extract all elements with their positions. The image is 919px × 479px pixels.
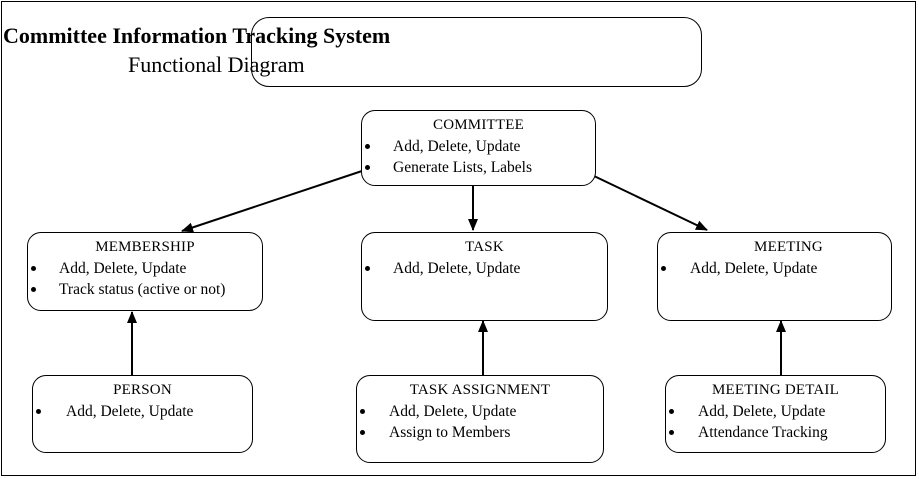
bullet-icon bbox=[365, 144, 370, 149]
membership-item: Add, Delete, Update bbox=[28, 258, 262, 279]
task-assignment-node: TASK ASSIGNMENT Add, Delete, Update Assi… bbox=[356, 375, 604, 463]
person-node: PERSON Add, Delete, Update bbox=[32, 375, 253, 453]
bullet-icon bbox=[36, 409, 41, 414]
heading-box bbox=[251, 17, 702, 87]
task-assignment-item-text: Add, Delete, Update bbox=[389, 403, 517, 420]
task-assignment-title: TASK ASSIGNMENT bbox=[409, 382, 551, 398]
bullet-icon bbox=[661, 266, 666, 271]
bullet-icon bbox=[31, 287, 36, 292]
meeting-detail-node: MEETING DETAIL Add, Delete, Update Atten… bbox=[665, 375, 886, 453]
meeting-detail-item-text: Attendance Tracking bbox=[698, 424, 828, 441]
meeting-detail-item: Add, Delete, Update bbox=[666, 401, 885, 422]
task-item: Add, Delete, Update bbox=[362, 258, 607, 279]
membership-title: MEMBERSHIP bbox=[95, 239, 195, 255]
membership-item: Track status (active or not) bbox=[28, 279, 262, 300]
bullet-icon bbox=[31, 266, 36, 271]
diagram-subtitle: Functional Diagram bbox=[128, 52, 305, 77]
meeting-item-text: Add, Delete, Update bbox=[690, 260, 818, 277]
committee-item: Add, Delete, Update bbox=[362, 136, 595, 157]
meeting-item: Add, Delete, Update bbox=[658, 258, 891, 279]
task-assignment-item: Add, Delete, Update bbox=[357, 401, 603, 422]
bullet-icon bbox=[669, 430, 674, 435]
meeting-detail-item: Attendance Tracking bbox=[666, 422, 885, 443]
meeting-detail-item-text: Add, Delete, Update bbox=[698, 403, 826, 420]
bullet-icon bbox=[365, 266, 370, 271]
meeting-title: MEETING bbox=[754, 239, 823, 255]
committee-item-text: Generate Lists, Labels bbox=[393, 159, 533, 176]
bullet-icon bbox=[669, 409, 674, 414]
meeting-detail-title: MEETING DETAIL bbox=[712, 382, 839, 398]
meeting-node: MEETING Add, Delete, Update bbox=[657, 232, 892, 321]
person-item: Add, Delete, Update bbox=[33, 401, 252, 422]
task-title: TASK bbox=[465, 239, 504, 255]
committee-item: Generate Lists, Labels bbox=[362, 157, 595, 178]
arrow-committee-to-meeting bbox=[593, 175, 708, 231]
bullet-icon bbox=[360, 430, 365, 435]
bullet-icon bbox=[365, 165, 370, 170]
task-assignment-item-text: Assign to Members bbox=[389, 424, 511, 441]
person-title: PERSON bbox=[113, 382, 172, 398]
committee-node: COMMITTEE Add, Delete, Update Generate L… bbox=[361, 110, 596, 186]
committee-item-text: Add, Delete, Update bbox=[393, 138, 521, 155]
committee-title: COMMITTEE bbox=[433, 117, 524, 133]
task-node: TASK Add, Delete, Update bbox=[361, 232, 608, 321]
task-assignment-item: Assign to Members bbox=[357, 422, 603, 443]
person-item-text: Add, Delete, Update bbox=[66, 403, 194, 420]
diagram-title: Committee Information Tracking System bbox=[3, 23, 391, 48]
bullet-icon bbox=[360, 409, 365, 414]
arrow-committee-to-membership bbox=[181, 170, 363, 233]
membership-node: MEMBERSHIP Add, Delete, Update Track sta… bbox=[27, 232, 263, 311]
membership-item-text: Track status (active or not) bbox=[59, 281, 226, 298]
task-item-text: Add, Delete, Update bbox=[393, 260, 521, 277]
membership-item-text: Add, Delete, Update bbox=[59, 260, 187, 277]
